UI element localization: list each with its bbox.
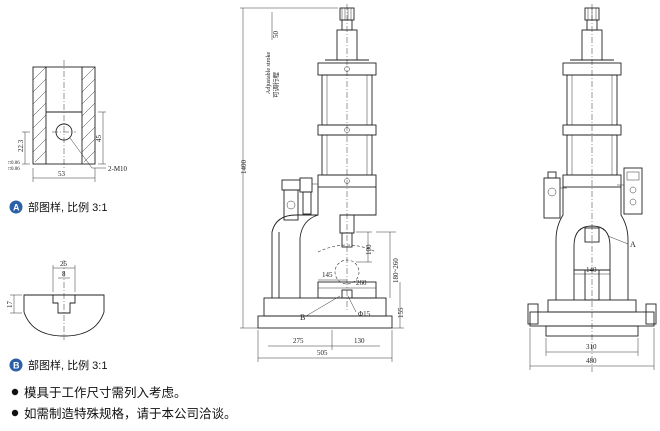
- dim-155: 155: [397, 307, 405, 318]
- bullet-icon: [11, 388, 19, 396]
- dim-b-17: 17: [6, 301, 14, 309]
- dim-140: 140: [586, 266, 597, 274]
- dim-53: 53: [58, 170, 66, 178]
- detail-b: 25 8 17: [6, 260, 105, 340]
- dim-22-3: 22.3: [17, 139, 25, 152]
- note-2: 如需制造特殊规格，请于本公司洽谈。: [24, 406, 237, 421]
- dim-310: 310: [586, 343, 597, 351]
- detail-a: 53 45 22.3 □0.06 □0.06 2-M10: [8, 60, 128, 182]
- badge-b: B: [13, 361, 20, 371]
- dim-260: 260: [356, 279, 367, 287]
- dim-480: 480: [586, 357, 597, 365]
- label-b: B: [300, 313, 305, 322]
- badge-b-circle: [9, 358, 23, 372]
- adjustable-stroke-cn: 可调行程: [271, 72, 280, 99]
- adjustable-stroke-en: Adjustable stroke: [266, 52, 272, 94]
- badge-a-circle: [9, 200, 23, 214]
- dim-145: 145: [322, 271, 333, 279]
- dim-b-25: 25: [60, 260, 68, 268]
- label-a: A: [630, 240, 636, 249]
- dim-45: 45: [95, 135, 103, 143]
- note-1: 模具于工作尺寸需列入考虑。: [24, 386, 187, 400]
- bullet-icon: [11, 409, 19, 417]
- dim-2-m10: 2-M10: [108, 165, 128, 173]
- caption-b: B 部图样, 比例 3:1: [9, 358, 107, 372]
- side-view: A 140 310 480: [527, 4, 657, 372]
- caption-a-text: 部图样, 比例 3:1: [28, 200, 107, 214]
- dim-130: 130: [354, 337, 365, 345]
- caption-b-text: 部图样, 比例 3:1: [28, 358, 107, 372]
- dim-180-260: 180~260: [392, 258, 400, 283]
- dim-505: 505: [317, 349, 328, 357]
- dim-275: 275: [293, 337, 304, 345]
- dim-b-8: 8: [62, 270, 66, 278]
- dim-sq006-a: □0.06: [8, 161, 20, 166]
- badge-a: A: [13, 203, 20, 213]
- dim-sq006-b: □0.06: [8, 167, 20, 172]
- dim-phi15: Φ15: [358, 310, 371, 318]
- dim-1400: 1400: [240, 160, 248, 175]
- notes: 模具于工作尺寸需列入考虑。 如需制造特殊规格，请于本公司洽谈。: [11, 386, 237, 421]
- caption-a: A 部图样, 比例 3:1: [9, 200, 107, 214]
- detail-a-hatch: [32, 66, 96, 163]
- dim-50: 50: [272, 31, 280, 39]
- front-view: 1400 Adjustable stroke 可调行程 50 100 180~2…: [240, 4, 405, 362]
- dim-100: 100: [365, 244, 373, 255]
